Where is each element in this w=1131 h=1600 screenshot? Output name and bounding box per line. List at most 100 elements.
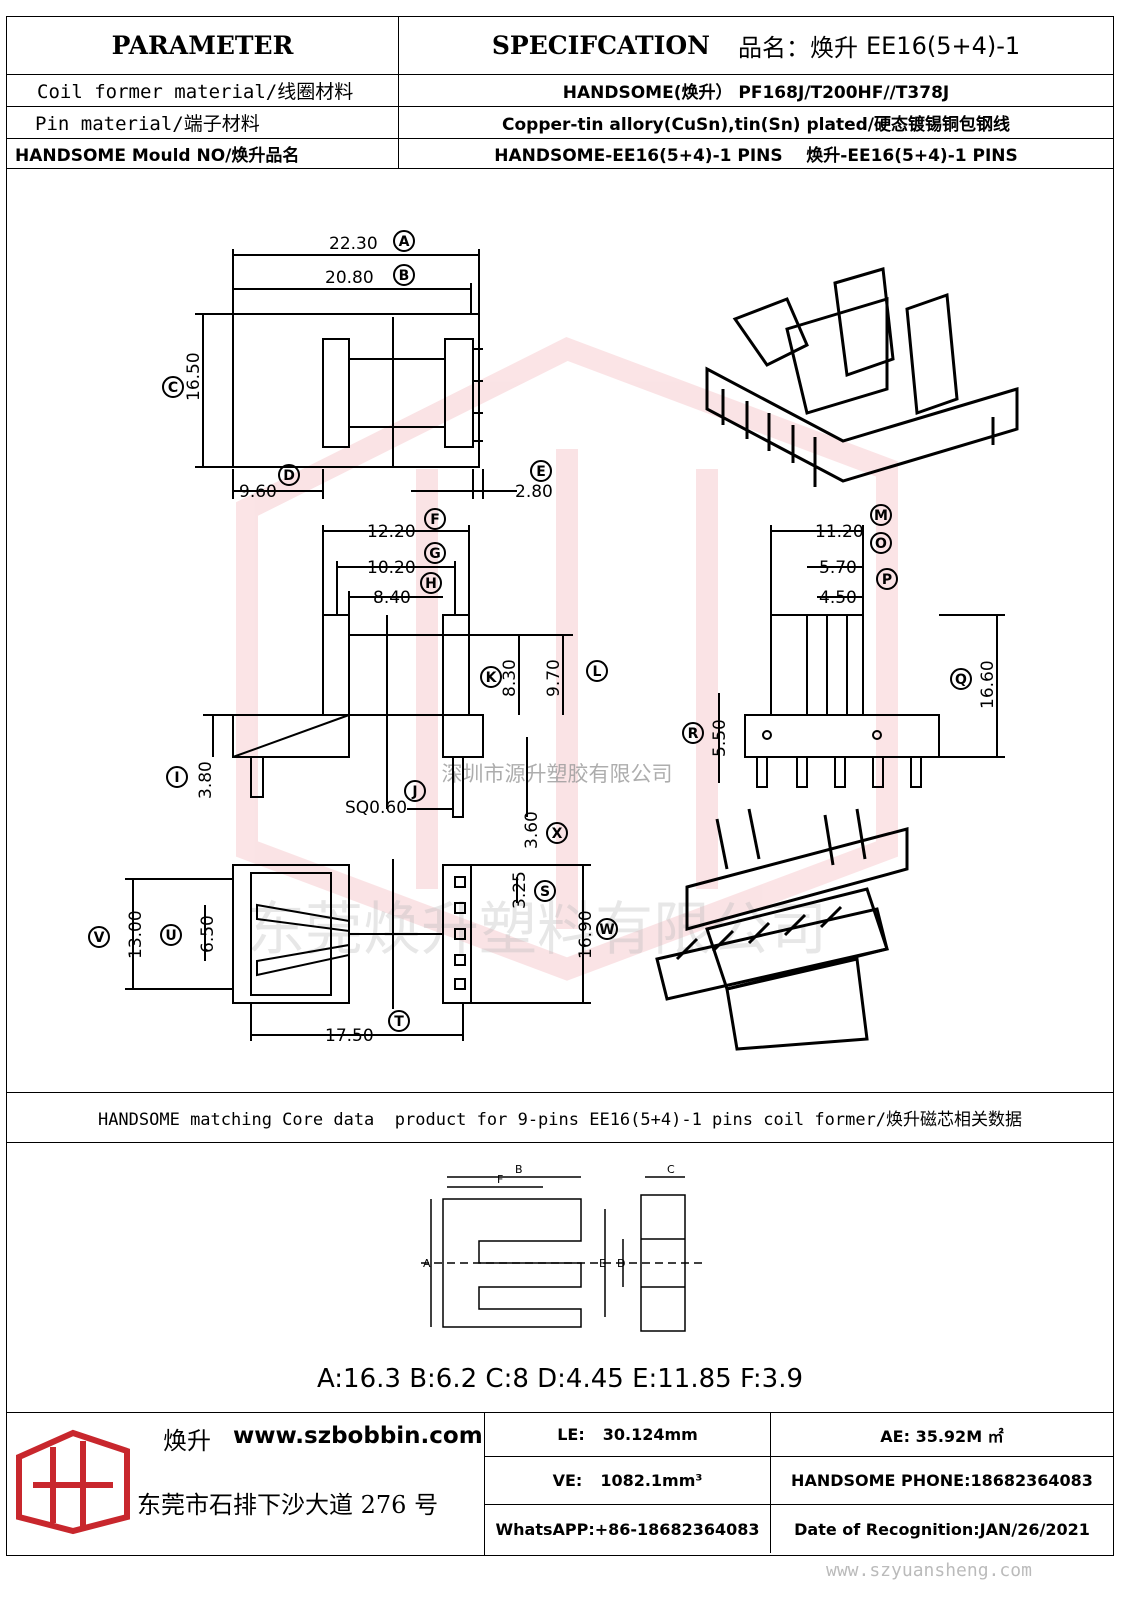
dim-v-value: 13.00 bbox=[126, 910, 146, 959]
company-logo-icon bbox=[16, 1429, 130, 1535]
whatsapp-number: WhatsAPP:+86-18682364083 bbox=[495, 1519, 760, 1539]
dim-m-value: 11.20 bbox=[815, 522, 864, 542]
dim-q-value: 16.60 bbox=[978, 660, 998, 709]
date-cell: Date of Recognition:JAN/26/2021 bbox=[771, 1505, 1113, 1553]
marker-u: U bbox=[160, 924, 182, 946]
ve-value: 1082.1mm³ bbox=[600, 1471, 703, 1490]
marker-s: S bbox=[534, 880, 556, 902]
mould-label-cell: HANDSOME Mould NO/焕升品名 bbox=[7, 139, 399, 168]
dim-d-value: 9.60 bbox=[239, 482, 277, 502]
footer-brand-cell: 焕升 www.szbobbin.com 东莞市石排下沙大道 276 号 bbox=[7, 1413, 485, 1555]
product-name-label: 品名：焕升 bbox=[737, 34, 858, 62]
dim-x-value: 3.60 bbox=[522, 811, 542, 849]
pin-label-cell: Pin material/端子材料 bbox=[7, 107, 399, 138]
mould-label: HANDSOME Mould NO/焕升品名 bbox=[15, 146, 300, 166]
header-row: PARAMETER SPECIFCATION 品名：焕升 EE16(5+4)-1 bbox=[7, 17, 1113, 75]
technical-drawing: 深圳市源升塑胶有限公司 东莞焕升塑料有限公司 bbox=[7, 169, 1113, 1093]
param-title: PARAMETER bbox=[111, 31, 294, 60]
svg-text:I: I bbox=[174, 770, 179, 786]
dim-s-value: 3.25 bbox=[510, 871, 530, 909]
core-label-b: B bbox=[515, 1163, 523, 1176]
marker-j: J bbox=[404, 780, 426, 802]
marker-v: V bbox=[88, 926, 110, 948]
core-label-f: F bbox=[497, 1173, 503, 1186]
spec-sheet: PARAMETER SPECIFCATION 品名：焕升 EE16(5+4)-1… bbox=[6, 16, 1114, 1556]
le-cell: LE: 30.124mm bbox=[485, 1413, 771, 1457]
svg-text:P: P bbox=[882, 572, 892, 588]
mould-row: HANDSOME Mould NO/焕升品名 HANDSOME-EE16(5+4… bbox=[7, 139, 1113, 169]
svg-text:V: V bbox=[94, 930, 105, 946]
material-value-cell: HANDSOME(焕升） PF168J/T200HF//T378J bbox=[399, 75, 1113, 106]
marker-b: B bbox=[393, 264, 415, 286]
brand-name: 焕升 bbox=[163, 1427, 211, 1455]
phone-cell: HANDSOME PHONE:18682364083 bbox=[771, 1457, 1113, 1505]
marker-w: W bbox=[596, 918, 618, 940]
marker-e: E bbox=[530, 460, 552, 482]
footer: 焕升 www.szbobbin.com 东莞市石排下沙大道 276 号 LE: … bbox=[7, 1413, 1113, 1555]
svg-text:H: H bbox=[425, 576, 437, 592]
le-label: LE: bbox=[557, 1425, 585, 1444]
marker-o: O bbox=[870, 532, 892, 554]
ae-value: AE: 35.92M ㎡ bbox=[880, 1426, 1004, 1446]
svg-text:F: F bbox=[430, 512, 440, 528]
marker-p: P bbox=[876, 568, 898, 590]
svg-text:C: C bbox=[168, 380, 178, 396]
dim-o-value: 5.70 bbox=[819, 558, 857, 578]
svg-text:O: O bbox=[875, 536, 887, 552]
core-caption-row: HANDSOME matching Core data product for … bbox=[7, 1093, 1113, 1143]
svg-text:S: S bbox=[540, 884, 550, 900]
dim-t-value: 17.50 bbox=[325, 1026, 374, 1046]
marker-c: C bbox=[162, 376, 184, 398]
svg-text:X: X bbox=[552, 826, 563, 842]
dim-a-value: 22.30 bbox=[329, 234, 378, 254]
marker-h: H bbox=[420, 572, 442, 594]
dim-r-value: 5.50 bbox=[710, 719, 730, 757]
company-address: 东莞市石排下沙大道 276 号 bbox=[137, 1491, 439, 1519]
dim-j-value: SQ0.60 bbox=[345, 798, 407, 818]
svg-text:W: W bbox=[599, 922, 614, 938]
mould-value-cell: HANDSOME-EE16(5+4)-1 PINS 焕升-EE16(5+4)-1… bbox=[399, 139, 1113, 168]
svg-text:U: U bbox=[165, 928, 176, 944]
marker-r: R bbox=[682, 722, 704, 744]
marker-t: T bbox=[388, 1010, 410, 1032]
le-value: 30.124mm bbox=[602, 1425, 698, 1444]
core-values: A:16.3 B:6.2 C:8 D:4.45 E:11.85 F:3.9 bbox=[317, 1364, 803, 1394]
side-view bbox=[203, 525, 573, 818]
watermark-text: 深圳市源升塑胶有限公司 bbox=[442, 762, 673, 786]
marker-f: F bbox=[424, 508, 446, 530]
bottom-view bbox=[125, 859, 591, 1041]
dim-c-value: 16.50 bbox=[184, 352, 204, 401]
dim-u-value: 6.50 bbox=[198, 915, 218, 953]
ae-cell: AE: 35.92M ㎡ bbox=[771, 1413, 1113, 1457]
svg-text:T: T bbox=[394, 1014, 404, 1030]
isometric-view-top bbox=[705, 267, 1019, 487]
marker-q: Q bbox=[950, 668, 972, 690]
marker-d: D bbox=[278, 464, 300, 486]
drawing-svg: 深圳市源升塑胶有限公司 东莞焕升塑料有限公司 bbox=[88, 230, 1019, 1051]
mould-value: HANDSOME-EE16(5+4)-1 PINS 焕升-EE16(5+4)-1… bbox=[494, 146, 1018, 166]
svg-text:E: E bbox=[536, 464, 546, 480]
spec-header-cell: SPECIFCATION 品名：焕升 EE16(5+4)-1 bbox=[399, 17, 1113, 74]
marker-m: M bbox=[870, 504, 892, 526]
svg-text:D: D bbox=[283, 468, 295, 484]
isometric-view-bottom bbox=[655, 808, 909, 1051]
dim-i-value: 3.80 bbox=[196, 761, 216, 799]
svg-text:G: G bbox=[429, 546, 441, 562]
whatsapp-cell: WhatsAPP:+86-18682364083 bbox=[485, 1505, 771, 1553]
marker-x: X bbox=[546, 822, 568, 844]
dim-l-value: 9.70 bbox=[544, 659, 564, 697]
core-label-e: E bbox=[599, 1257, 606, 1270]
dim-g-value: 10.20 bbox=[367, 558, 416, 578]
svg-text:Q: Q bbox=[955, 672, 967, 688]
marker-k: K bbox=[480, 666, 502, 688]
dim-b-value: 20.80 bbox=[325, 268, 374, 288]
svg-text:M: M bbox=[874, 508, 888, 524]
core-label-d: D bbox=[617, 1257, 625, 1270]
website-link[interactable]: www.szbobbin.com bbox=[233, 1423, 483, 1449]
dim-k-value: 8.30 bbox=[500, 659, 520, 697]
svg-text:B: B bbox=[399, 268, 410, 284]
top-view bbox=[195, 249, 517, 499]
material-label-cell: Coil former material/线圈材料 bbox=[7, 75, 399, 106]
watermark-text-large: 东莞焕升塑料有限公司 bbox=[247, 895, 827, 963]
marker-a: A bbox=[393, 230, 415, 252]
